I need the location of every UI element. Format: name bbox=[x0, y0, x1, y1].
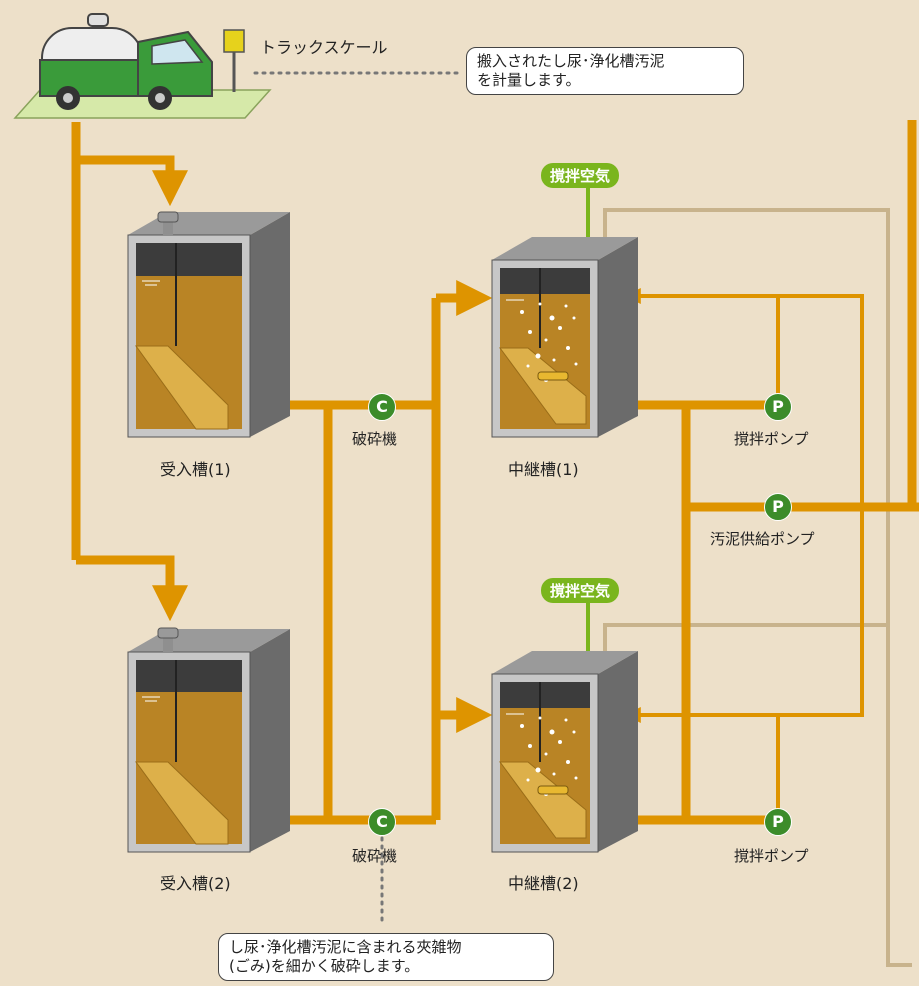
scale-indicator-icon bbox=[223, 29, 245, 92]
sludge-pipes bbox=[71, 120, 919, 825]
scale-callout-line-2: を計量します。 bbox=[477, 71, 581, 89]
truck-scale-label: トラックスケール bbox=[260, 38, 388, 57]
receiving-tank-1 bbox=[127, 211, 290, 438]
stir-pump-2-icon: P bbox=[764, 808, 792, 836]
stir-air-1-tag: 撹拌空気 bbox=[541, 163, 620, 188]
stir-pump-1-icon: P bbox=[764, 393, 792, 421]
receiving-tank-2-label: 受入槽(2) bbox=[160, 874, 231, 893]
circulation-pipes bbox=[624, 288, 864, 820]
crusher-callout-line-2: (ごみ)を細かく破砕します。 bbox=[229, 957, 420, 975]
scale-callout: 搬入されたし尿･浄化槽汚泥 を計量します。 bbox=[466, 47, 744, 95]
crusher-1-icon: C bbox=[368, 393, 396, 421]
scale-callout-line-1: 搬入されたし尿･浄化槽汚泥 bbox=[477, 52, 665, 70]
crusher-1-label: 破砕機 bbox=[352, 430, 398, 448]
receiving-tank-2 bbox=[127, 627, 290, 853]
relay-tank-1-label: 中継槽(1) bbox=[508, 460, 579, 479]
relay-tank-1 bbox=[491, 237, 638, 438]
relay-tank-2 bbox=[491, 651, 638, 853]
receiving-tank-1-label: 受入槽(1) bbox=[160, 460, 231, 479]
crusher-callout: し尿･浄化槽汚泥に含まれる夾雑物 (ごみ)を細かく破砕します。 bbox=[218, 933, 554, 981]
stir-pump-2-label: 撹拌ポンプ bbox=[734, 847, 809, 865]
stir-air-2-tag: 撹拌空気 bbox=[541, 578, 620, 603]
relay-tank-2-label: 中継槽(2) bbox=[508, 874, 579, 893]
stir-pump-1-label: 撹拌ポンプ bbox=[734, 430, 809, 448]
vacuum-truck-icon bbox=[39, 13, 213, 110]
crusher-2-label: 破砕機 bbox=[352, 847, 398, 865]
crusher-callout-line-1: し尿･浄化槽汚泥に含まれる夾雑物 bbox=[229, 938, 462, 956]
sludge-supply-pump-icon: P bbox=[764, 493, 792, 521]
crusher-2-icon: C bbox=[368, 808, 396, 836]
return-pipes bbox=[603, 208, 912, 967]
sludge-supply-pump-label: 汚泥供給ポンプ bbox=[710, 530, 815, 548]
